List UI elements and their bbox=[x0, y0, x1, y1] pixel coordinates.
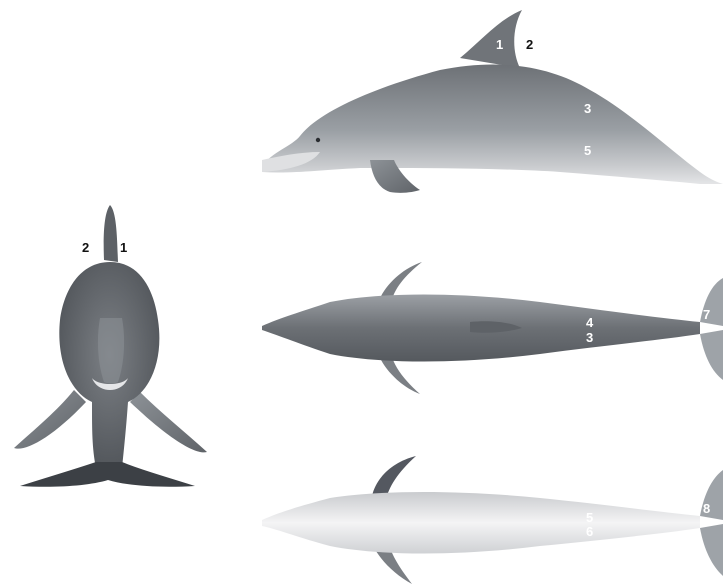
ventral-tail-fluke-lower bbox=[700, 524, 723, 576]
dorsal-label-3: 3 bbox=[586, 331, 593, 344]
front-left-pectoral-fin bbox=[14, 390, 86, 449]
dorsal-label-7: 7 bbox=[703, 308, 710, 321]
front-label-1: 1 bbox=[120, 241, 127, 254]
front-head-highlight bbox=[98, 318, 124, 384]
front-tail-flukes bbox=[20, 462, 195, 487]
ventral-body bbox=[262, 492, 700, 554]
ventral-view-dolphin bbox=[262, 456, 723, 584]
front-label-2: 2 bbox=[82, 241, 89, 254]
dorsal-left-flipper-bottom bbox=[380, 356, 420, 394]
side-label-5: 5 bbox=[584, 144, 591, 157]
front-view-dolphin bbox=[14, 205, 207, 487]
side-eye bbox=[316, 138, 320, 142]
ventral-label-8: 8 bbox=[703, 502, 710, 515]
dorsal-left-flipper-top bbox=[380, 262, 422, 300]
dorsal-tail-fluke-lower bbox=[700, 330, 723, 380]
side-label-3: 3 bbox=[584, 102, 591, 115]
front-right-pectoral-fin bbox=[130, 392, 207, 452]
front-dorsal-fin bbox=[104, 205, 118, 262]
ventral-label-5: 5 bbox=[586, 511, 593, 524]
dorsal-view-dolphin bbox=[262, 262, 723, 394]
ventral-label-6: 6 bbox=[586, 525, 593, 538]
side-dorsal-fin bbox=[460, 10, 522, 68]
side-label-1: 1 bbox=[496, 38, 503, 51]
side-label-2: 2 bbox=[526, 38, 533, 51]
dorsal-label-4: 4 bbox=[586, 316, 593, 329]
side-view-dolphin bbox=[262, 10, 723, 193]
side-body bbox=[262, 64, 723, 184]
